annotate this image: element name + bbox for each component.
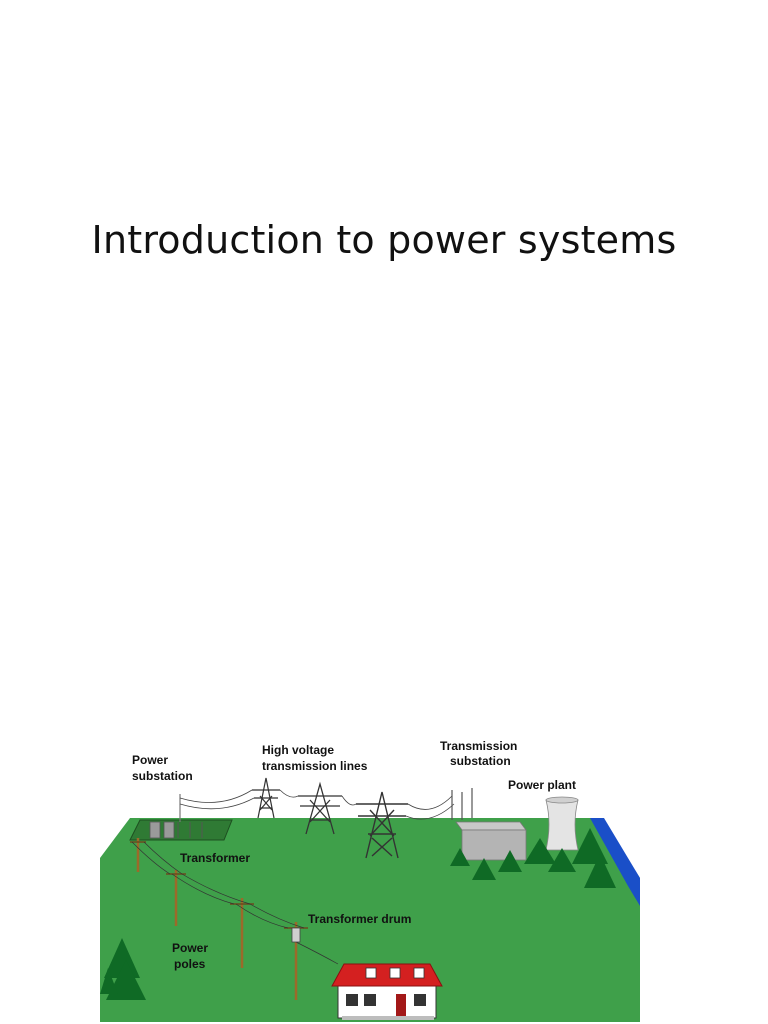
transmission-tower-2 [298, 781, 342, 835]
label-hv-lines-2: transmission lines [262, 759, 368, 773]
transmission-tower-3 [356, 791, 408, 859]
label-tx-substation-1: Transmission [440, 739, 517, 753]
transmission-tower-1 [252, 777, 280, 819]
transformer-drum-graphic [291, 927, 301, 943]
label-tx-substation-2: substation [450, 754, 511, 768]
label-power-substation-1: Power [132, 753, 168, 767]
slide-title: Introduction to power systems [91, 218, 677, 262]
river [590, 818, 640, 906]
power-system-illustration: Power substation High voltage transmissi… [100, 738, 640, 1022]
label-power-plant: Power plant [508, 778, 576, 792]
label-transformer-drum: Transformer drum [308, 912, 411, 926]
label-power-poles-2: poles [174, 957, 206, 971]
distribution-wires [131, 841, 339, 965]
label-hv-lines-1: High voltage [262, 743, 334, 757]
trees [100, 828, 616, 1000]
high-voltage-wires [179, 789, 455, 820]
transmission-substation-graphic [451, 788, 473, 820]
power-plant-graphic [455, 796, 579, 861]
label-transformer: Transformer [180, 851, 250, 865]
label-power-poles-1: Power [172, 941, 208, 955]
power-substation-graphic [129, 794, 233, 841]
house-graphic [331, 963, 443, 1020]
label-power-substation-2: substation [132, 769, 193, 783]
power-system-diagram: Power substation High voltage transmissi… [100, 739, 640, 1022]
